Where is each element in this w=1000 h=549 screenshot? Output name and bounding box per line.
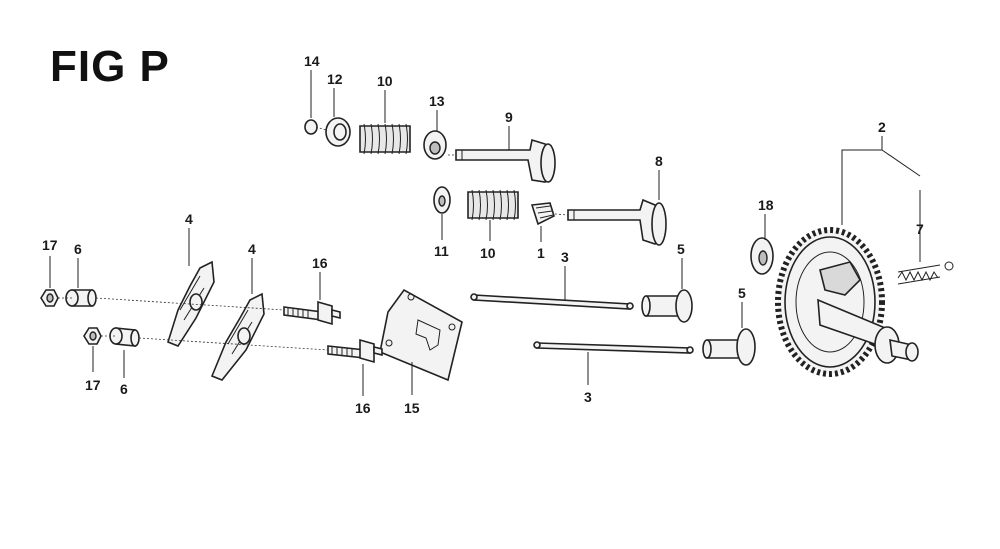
part-4-rocker-arm-left bbox=[167, 260, 215, 347]
callout-3-lower: 3 bbox=[584, 389, 592, 405]
part-3-push-rod-lower bbox=[533, 341, 694, 354]
callout-1: 1 bbox=[537, 245, 545, 261]
part-10-valve-spring-upper bbox=[359, 123, 411, 155]
part-4-rocker-arm-right bbox=[210, 292, 265, 381]
part-6-rocker-pivot-upper bbox=[65, 289, 97, 307]
part-1-valve-rotator bbox=[530, 202, 555, 226]
part-6-rocker-pivot-lower bbox=[109, 327, 140, 347]
callout-17-lower: 17 bbox=[85, 377, 101, 393]
part-10-valve-spring-lower bbox=[467, 189, 519, 221]
callout-4-left: 4 bbox=[185, 211, 193, 227]
callout-6-lower: 6 bbox=[120, 381, 128, 397]
part-3-push-rod-upper bbox=[470, 293, 634, 310]
callout-16-upper: 16 bbox=[312, 255, 328, 271]
callout-3-upper: 3 bbox=[561, 249, 569, 265]
callout-13: 13 bbox=[429, 93, 445, 109]
callout-4-right: 4 bbox=[248, 241, 256, 257]
part-16-pivot-bolt-lower bbox=[327, 338, 383, 364]
figure-title: FIG P bbox=[50, 42, 170, 91]
callout-2: 2 bbox=[878, 119, 886, 135]
part-11-spring-retainer bbox=[433, 186, 451, 214]
part-8-intake-valve bbox=[567, 198, 667, 246]
part-14-valve-collet bbox=[304, 119, 318, 135]
callout-14: 14 bbox=[304, 53, 320, 69]
part-15-push-rod-guide-plate bbox=[379, 288, 463, 382]
callout-7: 7 bbox=[916, 221, 924, 237]
callout-11: 11 bbox=[434, 243, 449, 259]
callout-8: 8 bbox=[655, 153, 663, 169]
part-17-nut-lower bbox=[83, 327, 102, 345]
part-7-decompressor-spring bbox=[897, 261, 954, 285]
callout-5-upper: 5 bbox=[677, 241, 685, 257]
part-9-exhaust-valve bbox=[455, 138, 556, 183]
callout-5-lower: 5 bbox=[738, 285, 746, 301]
callout-6-upper: 6 bbox=[74, 241, 82, 257]
part-12-spring-retainer bbox=[325, 117, 351, 147]
part-17-nut-upper bbox=[40, 289, 59, 307]
part-18-washer bbox=[750, 237, 774, 275]
callout-10-upper: 10 bbox=[377, 73, 393, 89]
callout-16-lower: 16 bbox=[355, 400, 371, 416]
part-16-pivot-bolt-upper bbox=[283, 300, 341, 326]
part-13-valve-stem-seal bbox=[423, 130, 447, 160]
callout-12: 12 bbox=[327, 71, 343, 87]
callout-10-lower: 10 bbox=[480, 245, 496, 261]
callout-15: 15 bbox=[404, 400, 420, 416]
callout-17-upper: 17 bbox=[42, 237, 58, 253]
callout-18: 18 bbox=[758, 197, 774, 213]
callout-9: 9 bbox=[505, 109, 513, 125]
part-2-camshaft-gear bbox=[775, 227, 919, 377]
part-5-tappet-upper bbox=[641, 289, 693, 323]
part-5-tappet-lower bbox=[702, 328, 756, 366]
